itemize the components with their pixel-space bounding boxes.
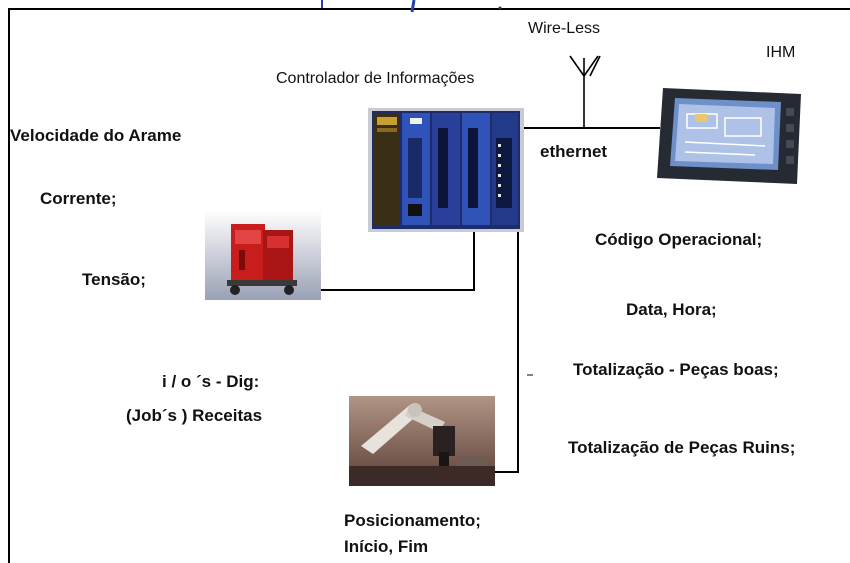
voltage-label: Tensão; xyxy=(82,270,146,289)
jobs-label: (Job´s ) Receitas xyxy=(126,406,263,425)
wire-speed-label: Velocidade do Arame xyxy=(10,126,182,145)
ethernet-label: ethernet xyxy=(540,142,608,161)
op-code-label: Código Operacional; xyxy=(595,230,763,249)
io-dig-label: i / o ´s - Dig: xyxy=(162,372,260,391)
date-time-label: Data, Hora; xyxy=(626,300,717,319)
welder-link xyxy=(320,232,475,291)
ihm-label: IHM xyxy=(766,44,796,61)
hmi-touchscreen-image xyxy=(655,84,805,186)
antenna-icon xyxy=(569,55,601,128)
total-good-label: Totalização - Peças boas; xyxy=(573,360,779,379)
welding-robot-image xyxy=(349,396,495,486)
controller-label: Controlador de Informações xyxy=(276,70,475,87)
welding-power-source-image xyxy=(205,210,321,300)
current-label: Corrente; xyxy=(40,189,117,208)
positioning-label: Posicionamento; xyxy=(344,511,481,530)
top-stub-mid xyxy=(410,0,416,13)
total-bad-label: Totalização de Peças Ruins; xyxy=(568,438,796,457)
wireless-label: Wire-Less xyxy=(528,20,601,37)
top-dot xyxy=(498,6,502,10)
plc-controller-image xyxy=(368,108,524,232)
start-end-label: Início, Fim xyxy=(344,537,429,556)
robot-link xyxy=(494,232,519,473)
diagram-frame xyxy=(8,8,850,563)
